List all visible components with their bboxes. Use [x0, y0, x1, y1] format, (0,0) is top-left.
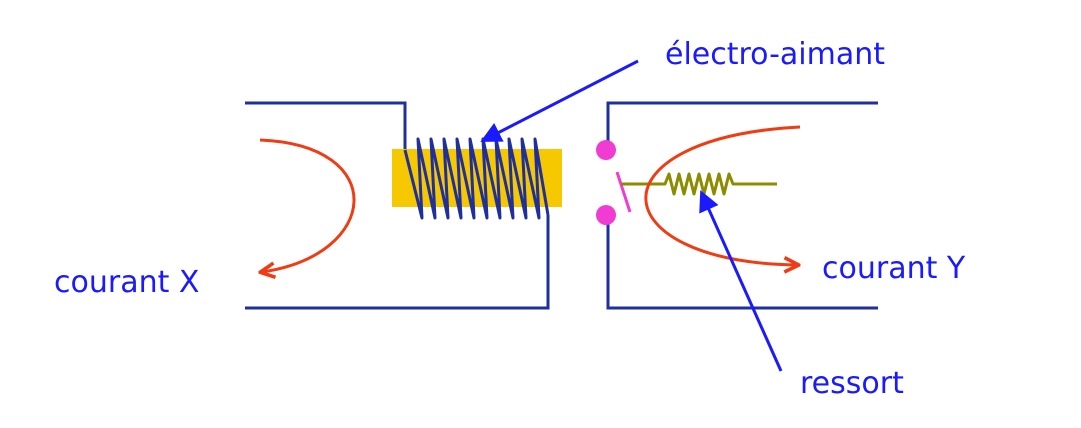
pointer-ressort — [699, 190, 783, 372]
pointer-electroaimant — [480, 59, 639, 142]
contact-bottom — [596, 205, 616, 225]
circuit-y-wire — [606, 101, 878, 310]
electromagnet-coil — [403, 137, 550, 220]
label-ressort: ressort — [800, 366, 904, 401]
spring — [621, 172, 777, 196]
label-courant-x: courant X — [54, 265, 199, 300]
current-y-arrow — [644, 125, 800, 265]
switch-arm — [615, 171, 632, 213]
label-courant-y: courant Y — [822, 251, 966, 286]
contact-top — [596, 140, 616, 160]
current-x-arrow — [260, 138, 356, 272]
label-electroaimant: électro-aimant — [665, 37, 885, 72]
circuit-x-wire — [245, 101, 550, 310]
